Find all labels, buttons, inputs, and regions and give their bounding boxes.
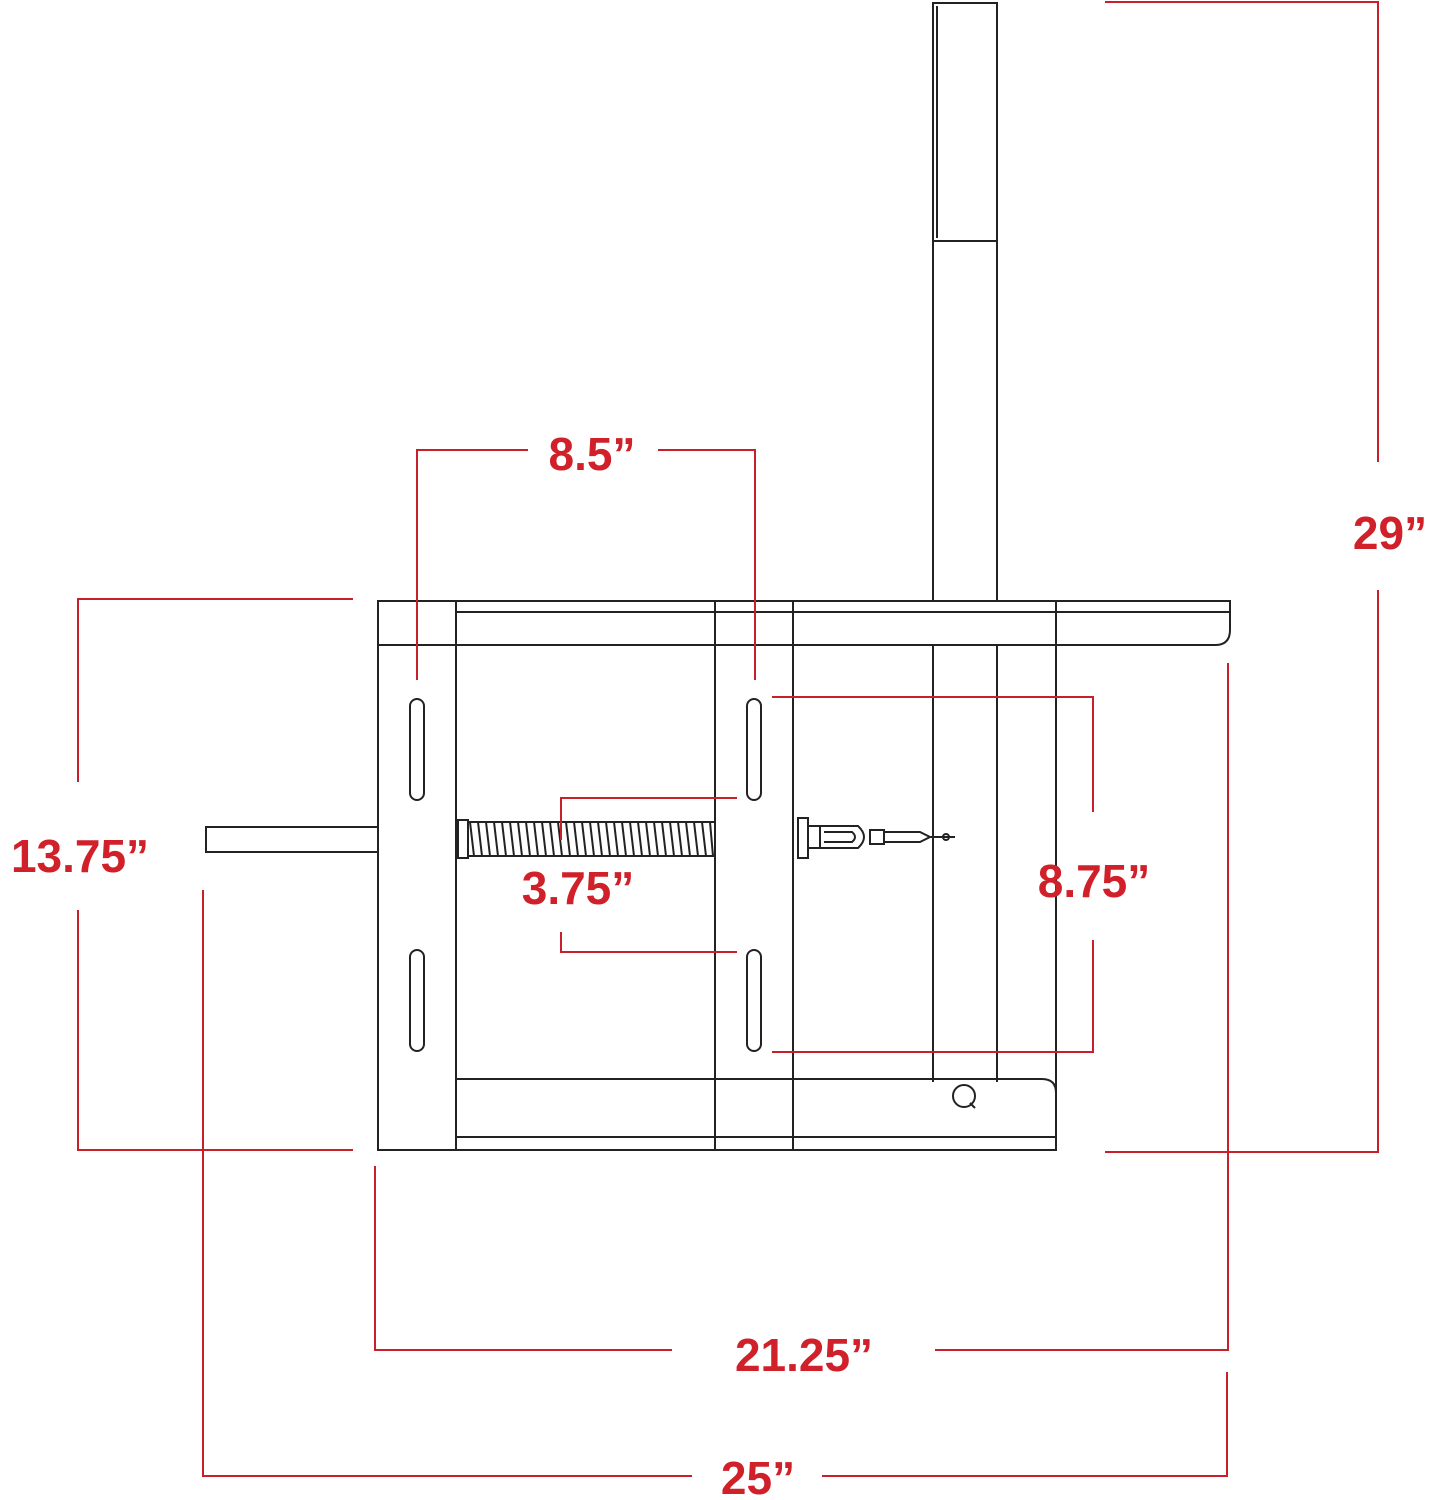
handle-grip (932, 2, 998, 242)
dim-line-overall-height (1105, 1, 1379, 1153)
dim-line-spring-gap (560, 797, 737, 953)
dim-line-slot-spacing (772, 696, 1094, 1053)
dim-line-frame-height (77, 598, 353, 1151)
label-frame-width: 21.25” (735, 1329, 873, 1381)
main-frame (377, 600, 1057, 1151)
slot-middle-top (746, 698, 762, 801)
label-slot-spacing: 8.75” (1038, 855, 1151, 907)
top-bar (378, 600, 1231, 646)
left-rod (205, 826, 379, 853)
post-tube (932, 2, 998, 602)
bottom-base (456, 1078, 1057, 1151)
label-frame-height: 13.75” (11, 830, 149, 882)
drill-bit-adapter (797, 817, 955, 859)
label-spring-gap: 3.75” (522, 862, 635, 914)
label-overall-width: 25” (721, 1452, 795, 1500)
pin-hole (952, 1084, 976, 1108)
dim-line-overall-width (202, 890, 1228, 1477)
slot-left-top (409, 698, 425, 801)
slot-left-bottom (409, 949, 425, 1052)
dim-line-top-width (416, 449, 756, 680)
spring (457, 819, 715, 859)
slot-middle-bottom (746, 949, 762, 1052)
dim-line-frame-width (374, 663, 1229, 1351)
middle-plate (714, 600, 794, 1151)
label-top-width: 8.5” (549, 428, 636, 480)
label-overall-height: 29” (1353, 507, 1427, 559)
vertical-post (932, 2, 998, 1082)
left-plate (377, 600, 457, 1151)
